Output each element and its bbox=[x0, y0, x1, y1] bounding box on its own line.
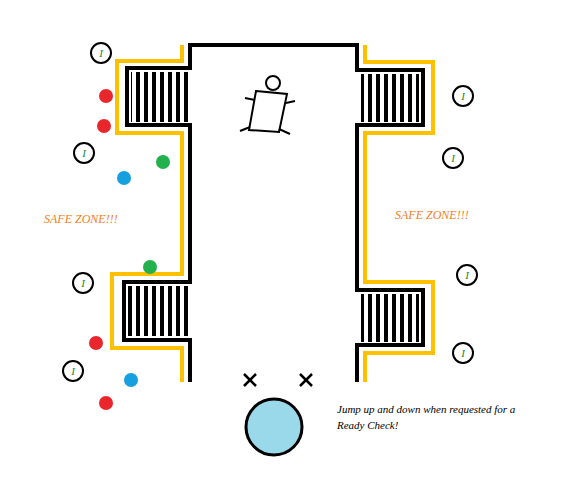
portal-circle bbox=[246, 399, 302, 455]
note-text: Jump up and down when requested for a Re… bbox=[337, 402, 537, 434]
marker-circle: I bbox=[73, 142, 95, 164]
marker-letter: I bbox=[461, 348, 465, 359]
room-wall bbox=[124, 45, 423, 382]
safe-zone-label: SAFE ZONE!!! bbox=[44, 211, 118, 228]
stairs bbox=[361, 294, 419, 342]
safe-zone-label: SAFE ZONE!!! bbox=[395, 207, 469, 224]
marker-circle: I bbox=[62, 360, 84, 382]
x-marks bbox=[244, 374, 312, 386]
marker-circle: I bbox=[90, 42, 112, 64]
marker-circle: I bbox=[72, 272, 94, 294]
stairs bbox=[126, 286, 188, 336]
marker-circle: I bbox=[442, 147, 464, 169]
marker-letter: I bbox=[71, 366, 75, 377]
marker-letter: I bbox=[81, 278, 85, 289]
marker-letter: I bbox=[451, 153, 455, 164]
marker-circle: I bbox=[456, 264, 478, 286]
stairs bbox=[361, 74, 419, 122]
player-dots bbox=[89, 89, 170, 410]
boss-figure bbox=[240, 76, 295, 134]
stairs bbox=[131, 72, 188, 122]
marker-letter: I bbox=[82, 148, 86, 159]
marker-letter: I bbox=[465, 270, 469, 281]
marker-circle: I bbox=[452, 342, 474, 364]
marker-letter: I bbox=[99, 48, 103, 59]
marker-letter: I bbox=[461, 91, 465, 102]
marker-circle: I bbox=[452, 85, 474, 107]
